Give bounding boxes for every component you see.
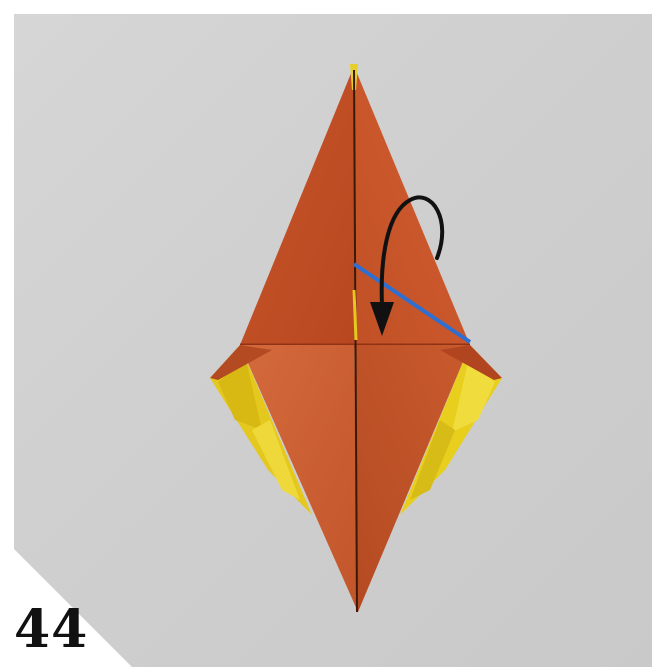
step-number: 44 (14, 604, 88, 656)
origami-photo (14, 14, 652, 667)
